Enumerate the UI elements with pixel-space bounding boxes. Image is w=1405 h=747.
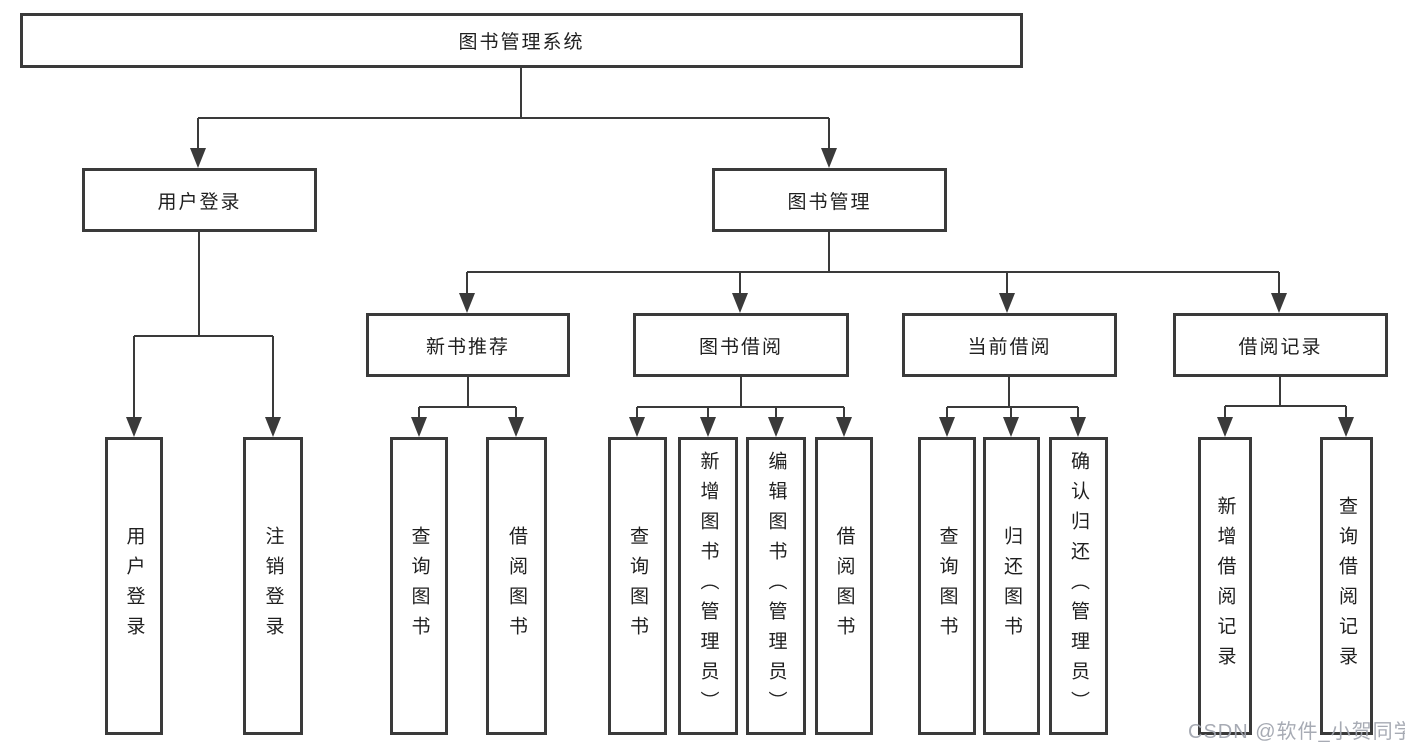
node-current-borrowing: 当前借阅 bbox=[902, 313, 1117, 377]
node-borrowing-records: 借阅记录 bbox=[1173, 313, 1388, 377]
arrowhead-icon bbox=[821, 148, 837, 168]
node-label: 归还图书 bbox=[1001, 526, 1022, 646]
arrowhead-icon bbox=[1003, 417, 1019, 437]
node-label: 查询借阅记录 bbox=[1336, 496, 1357, 676]
arrowhead-icon bbox=[411, 417, 427, 437]
arrowhead-icon bbox=[836, 417, 852, 437]
arrowhead-icon bbox=[732, 293, 748, 313]
node-label: 用户登录 bbox=[157, 191, 242, 213]
arrowhead-icon bbox=[1271, 293, 1287, 313]
arrowhead-icon bbox=[629, 417, 645, 437]
node-label: 当前借阅 bbox=[967, 336, 1052, 358]
arrowhead-icon bbox=[1338, 417, 1354, 437]
leaf-recommend-borrow-books: 借阅图书 bbox=[486, 437, 547, 735]
csdn-watermark: CSDN @软件_小贺同学 bbox=[1188, 721, 1405, 743]
leaf-borrowing-query-books: 查询图书 bbox=[608, 437, 667, 735]
arrowhead-icon bbox=[126, 417, 142, 437]
edge-book-management-children bbox=[466, 232, 1280, 295]
node-label: 用户登录 bbox=[123, 526, 145, 646]
edge-new-book-recommendation-children bbox=[418, 377, 517, 419]
edge-book-borrowing-children bbox=[636, 377, 845, 419]
node-label: 图书管理系统 bbox=[458, 32, 585, 53]
node-label: 新增借阅记录 bbox=[1214, 496, 1236, 676]
leaf-logout: 注销登录 bbox=[243, 437, 303, 735]
edge-current-borrowing-children bbox=[946, 377, 1079, 419]
node-label: 查询图书 bbox=[936, 526, 958, 646]
edge-root-to-level2 bbox=[197, 68, 830, 150]
leaf-records-query-borrow-record: 查询借阅记录 bbox=[1320, 437, 1373, 735]
arrowhead-icon bbox=[999, 293, 1015, 313]
leaf-borrowing-edit-book-admin: 编辑图书（管理员） bbox=[746, 437, 806, 735]
node-root-book-management-system: 图书管理系统 bbox=[20, 13, 1023, 68]
node-label: 图书借阅 bbox=[698, 336, 783, 358]
node-user-login: 用户登录 bbox=[82, 168, 317, 232]
leaf-records-add-borrow-record: 新增借阅记录 bbox=[1198, 437, 1252, 735]
edge-borrowing-records-children bbox=[1224, 377, 1347, 419]
leaf-current-query-books: 查询图书 bbox=[918, 437, 976, 735]
leaf-current-confirm-return-admin: 确认归还（管理员） bbox=[1049, 437, 1108, 735]
node-book-borrowing: 图书借阅 bbox=[633, 313, 849, 377]
arrowhead-icon bbox=[1070, 417, 1086, 437]
node-label: 借阅图书 bbox=[833, 526, 855, 646]
arrowhead-icon bbox=[459, 293, 475, 313]
edge-user-login-children bbox=[133, 232, 274, 419]
node-book-management: 图书管理 bbox=[712, 168, 947, 232]
node-label: 编辑图书（管理员） bbox=[765, 451, 787, 721]
node-label: 新增图书（管理员） bbox=[697, 451, 719, 721]
arrowhead-icon bbox=[768, 417, 784, 437]
node-label: 图书管理 bbox=[787, 191, 872, 213]
node-label: 确认归还（管理员） bbox=[1068, 451, 1089, 721]
arrowhead-icon bbox=[265, 417, 281, 437]
node-label: 查询图书 bbox=[627, 526, 648, 646]
arrowhead-icon bbox=[700, 417, 716, 437]
arrowhead-icon bbox=[1217, 417, 1233, 437]
arrowhead-icon bbox=[508, 417, 524, 437]
node-label: 借阅图书 bbox=[506, 526, 527, 646]
arrowhead-icon bbox=[190, 148, 206, 168]
node-label: 注销登录 bbox=[262, 526, 284, 646]
node-label: 新书推荐 bbox=[425, 336, 510, 358]
leaf-user-login: 用户登录 bbox=[105, 437, 163, 735]
node-label: 借阅记录 bbox=[1238, 336, 1323, 358]
leaf-recommend-query-books: 查询图书 bbox=[390, 437, 448, 735]
node-label: 查询图书 bbox=[408, 526, 430, 646]
leaf-borrowing-add-book-admin: 新增图书（管理员） bbox=[678, 437, 738, 735]
arrowhead-icon bbox=[939, 417, 955, 437]
leaf-current-return-books: 归还图书 bbox=[983, 437, 1040, 735]
node-new-book-recommendation: 新书推荐 bbox=[366, 313, 570, 377]
leaf-borrowing-borrow-books: 借阅图书 bbox=[815, 437, 873, 735]
